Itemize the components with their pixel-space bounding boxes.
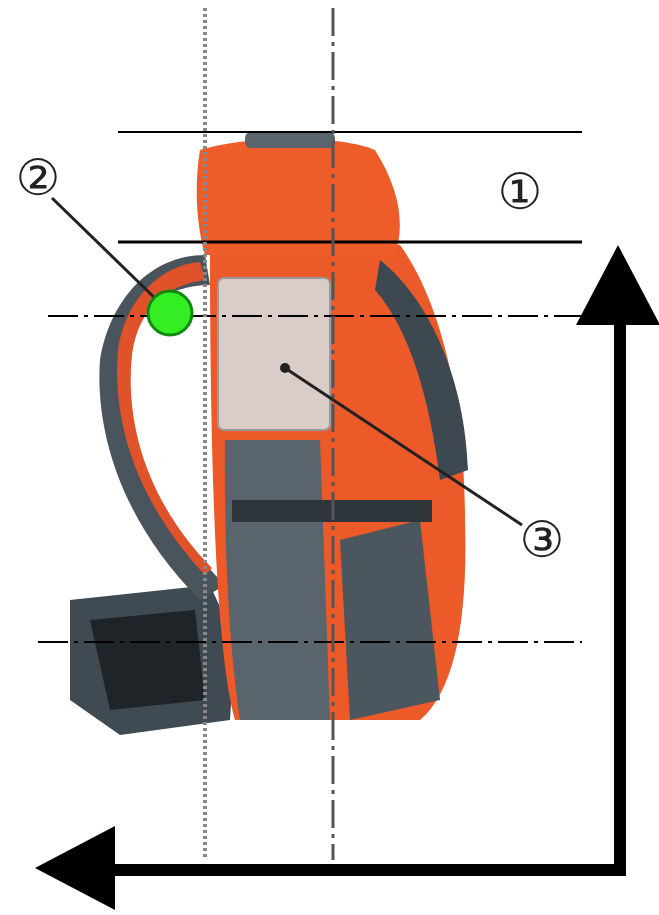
leader-line (52, 198, 160, 303)
map-pocket (218, 278, 330, 430)
axis-line (332, 8, 335, 860)
lid-handle (245, 132, 335, 148)
reference-line (38, 641, 582, 643)
reference-line (118, 131, 582, 133)
leader-line (285, 368, 522, 525)
callout-number: ① (498, 167, 543, 217)
arrow-head (576, 245, 659, 325)
hip-pad (90, 610, 205, 710)
strap-piping (117, 262, 212, 575)
axis-line (203, 8, 207, 860)
reference-line (118, 241, 582, 244)
direction-arrow (105, 310, 620, 870)
lower-panel (340, 520, 440, 720)
arrow-head (35, 826, 115, 910)
callout-number: ③ (520, 515, 565, 565)
front-pocket (225, 440, 330, 720)
top-lid (197, 139, 400, 255)
side-pocket (375, 260, 468, 480)
reference-line (48, 315, 582, 317)
hip-belt (70, 585, 235, 735)
leader-dot (280, 363, 290, 373)
callout-number: ② (16, 153, 61, 203)
center-point (148, 291, 192, 335)
